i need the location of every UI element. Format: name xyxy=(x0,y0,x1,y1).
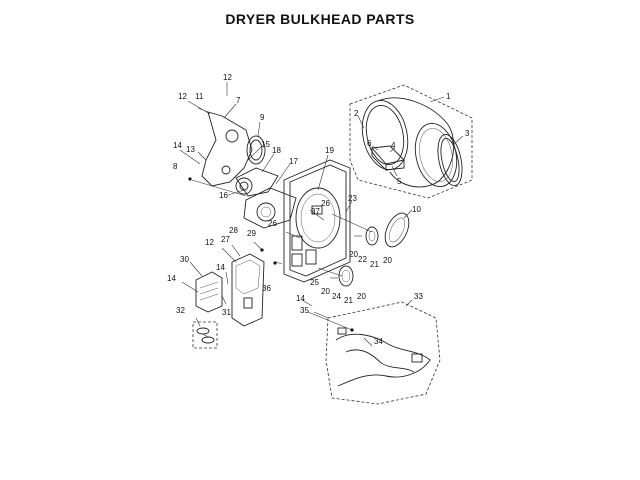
callout-12-lower: 12 xyxy=(205,238,214,247)
page-title: DRYER BULKHEAD PARTS xyxy=(225,11,415,27)
callout-27: 27 xyxy=(221,235,230,244)
bulkhead-vent-2 xyxy=(305,249,317,265)
callout-20-upper: 20 xyxy=(349,250,358,259)
drum-assembly xyxy=(349,84,473,199)
callout-26-upper: 26 xyxy=(321,199,330,208)
callout-24: 24 xyxy=(332,292,341,301)
callout-14-mid: 14 xyxy=(216,263,225,272)
wire-clip-kit-outline xyxy=(192,321,218,349)
callout-13: 13 xyxy=(186,145,195,154)
right-side-parts xyxy=(317,212,410,287)
callout-26-left: 26 xyxy=(268,219,277,228)
callout-5: 5 xyxy=(397,177,402,186)
callout-12-left: 12 xyxy=(178,92,187,101)
callout-31: 31 xyxy=(222,308,231,317)
drum-kit-outline xyxy=(349,84,473,199)
bracket-assembly xyxy=(188,107,297,229)
callout-19: 19 xyxy=(325,146,334,155)
thermostat xyxy=(309,205,325,221)
callout-30: 30 xyxy=(180,255,189,264)
rear-bulkhead xyxy=(273,159,351,283)
bulkhead-opening-inner xyxy=(300,193,336,243)
harness-kit-outline xyxy=(325,301,441,405)
drum-rim-inner xyxy=(365,104,405,166)
bulkhead-panel xyxy=(283,159,351,283)
callout-17: 17 xyxy=(289,157,298,166)
lower-left-parts xyxy=(192,241,265,349)
callout-16: 16 xyxy=(219,191,228,200)
callout-20-right-lower: 20 xyxy=(357,292,366,301)
callout-33: 33 xyxy=(414,292,423,301)
callout-14-left: 14 xyxy=(167,274,176,283)
callout-1: 1 xyxy=(446,92,451,101)
callout-2: 2 xyxy=(354,109,359,118)
bulkhead-opening xyxy=(295,187,341,249)
leader-lines xyxy=(179,82,464,347)
drum-seal-ring xyxy=(437,134,463,186)
callout-36: 36 xyxy=(262,284,271,293)
callout-7: 7 xyxy=(236,96,241,105)
callout-11: 11 xyxy=(195,92,204,101)
callout-35: 35 xyxy=(300,306,309,315)
callout-22: 22 xyxy=(358,255,367,264)
harness-connector xyxy=(411,353,423,363)
callout-21-upper: 21 xyxy=(370,260,379,269)
callout-23: 23 xyxy=(348,194,357,203)
bulkhead-vent-3 xyxy=(291,253,303,267)
callout-34: 34 xyxy=(374,337,383,346)
baffle xyxy=(371,145,405,172)
wire-harness xyxy=(307,301,441,405)
drum-bearing-ring xyxy=(246,135,266,165)
filter-screw xyxy=(260,248,264,252)
blower-wheel-10 xyxy=(384,212,410,248)
drum-back-inner xyxy=(419,128,453,182)
harness-connector-2 xyxy=(337,327,347,335)
drum-rim xyxy=(361,100,409,170)
callout-3: 3 xyxy=(465,129,470,138)
harness-wires xyxy=(335,333,431,387)
drum-back xyxy=(414,122,458,188)
bracket-hole xyxy=(225,129,239,143)
callout-32: 32 xyxy=(176,306,185,315)
screw xyxy=(188,177,192,181)
callout-9: 9 xyxy=(260,113,265,122)
wire-clip-32 xyxy=(196,327,215,344)
callout-labels: 1 2 3 4 5 6 7 8 9 10 11 12 12 12 13 14 1… xyxy=(167,73,470,346)
bulkhead-vent-1 xyxy=(291,235,303,251)
drum-seal-ring-inner xyxy=(440,137,460,183)
callout-12-top: 12 xyxy=(223,73,232,82)
callout-29: 29 xyxy=(247,229,256,238)
callout-25: 25 xyxy=(310,278,319,287)
harness-screw xyxy=(350,328,354,332)
callout-15: 15 xyxy=(261,140,270,149)
callout-37: 37 xyxy=(311,207,320,216)
bulkhead-screw xyxy=(273,261,277,265)
callout-21-lower: 21 xyxy=(344,296,353,305)
callout-14-upper: 14 xyxy=(173,141,182,150)
callout-20-lower: 20 xyxy=(321,287,330,296)
callout-20-right-upper: 20 xyxy=(383,256,392,265)
bulkhead-edge xyxy=(289,164,347,277)
callout-10: 10 xyxy=(412,205,421,214)
motor-pulley xyxy=(365,226,379,246)
support-bracket xyxy=(201,111,253,187)
sensor-bracket xyxy=(195,271,223,313)
callout-8: 8 xyxy=(173,162,178,171)
callout-6: 6 xyxy=(367,139,372,148)
callout-4: 4 xyxy=(391,141,396,150)
callout-28: 28 xyxy=(229,226,238,235)
bracket-hole-2 xyxy=(221,165,231,175)
lint-filter-housing xyxy=(231,253,265,327)
idler-pulley-arm xyxy=(235,167,279,197)
callout-14-lower: 14 xyxy=(296,294,305,303)
callout-18: 18 xyxy=(272,146,281,155)
